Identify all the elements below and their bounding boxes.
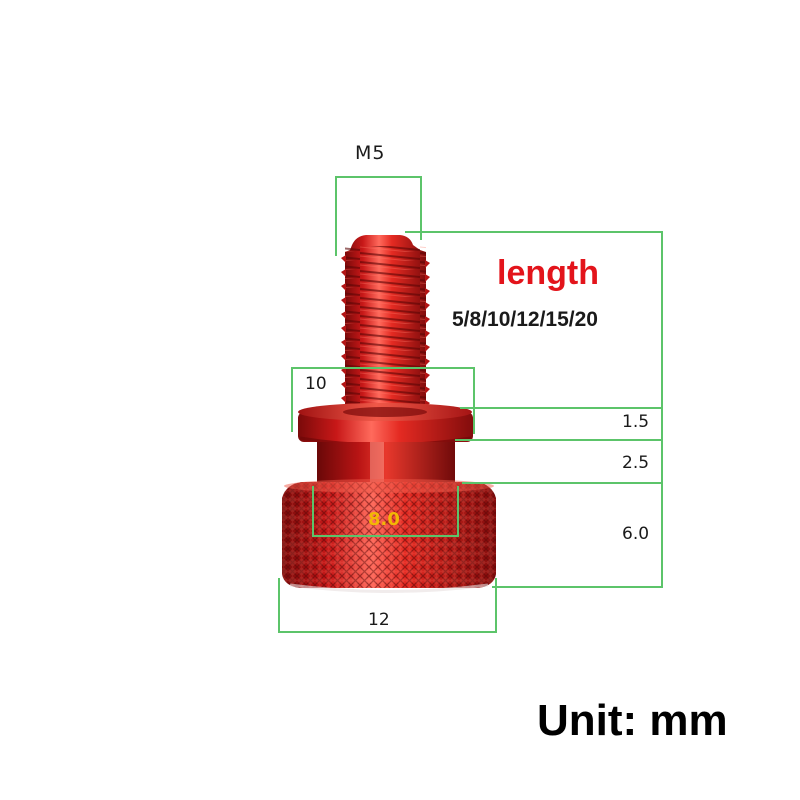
dimension-lines: [278, 176, 663, 633]
unit-label: Unit: mm: [537, 696, 728, 745]
shoulder-height-label: 2.5: [622, 453, 650, 473]
shoulder-diameter-label: 8.0: [368, 509, 400, 530]
collar-diameter-label: 10: [305, 374, 327, 394]
knob-height-label: 6.0: [622, 524, 650, 544]
collar-thickness-label: 1.5: [622, 412, 650, 432]
length-options: 5/8/10/12/15/20: [452, 308, 598, 331]
collar-flange: [298, 403, 473, 447]
shoulder-diameter-bracket: [312, 486, 459, 537]
knob-height-line: [462, 482, 663, 588]
thread-size-label: M5: [355, 142, 386, 164]
knob-diameter-bracket: [278, 578, 497, 633]
thread-diameter-bracket: [335, 176, 422, 256]
collar-diameter-bracket: [291, 367, 475, 434]
length-title: length: [497, 254, 599, 292]
threaded-shaft: [341, 235, 430, 412]
knob-diameter-label: 12: [368, 610, 390, 630]
